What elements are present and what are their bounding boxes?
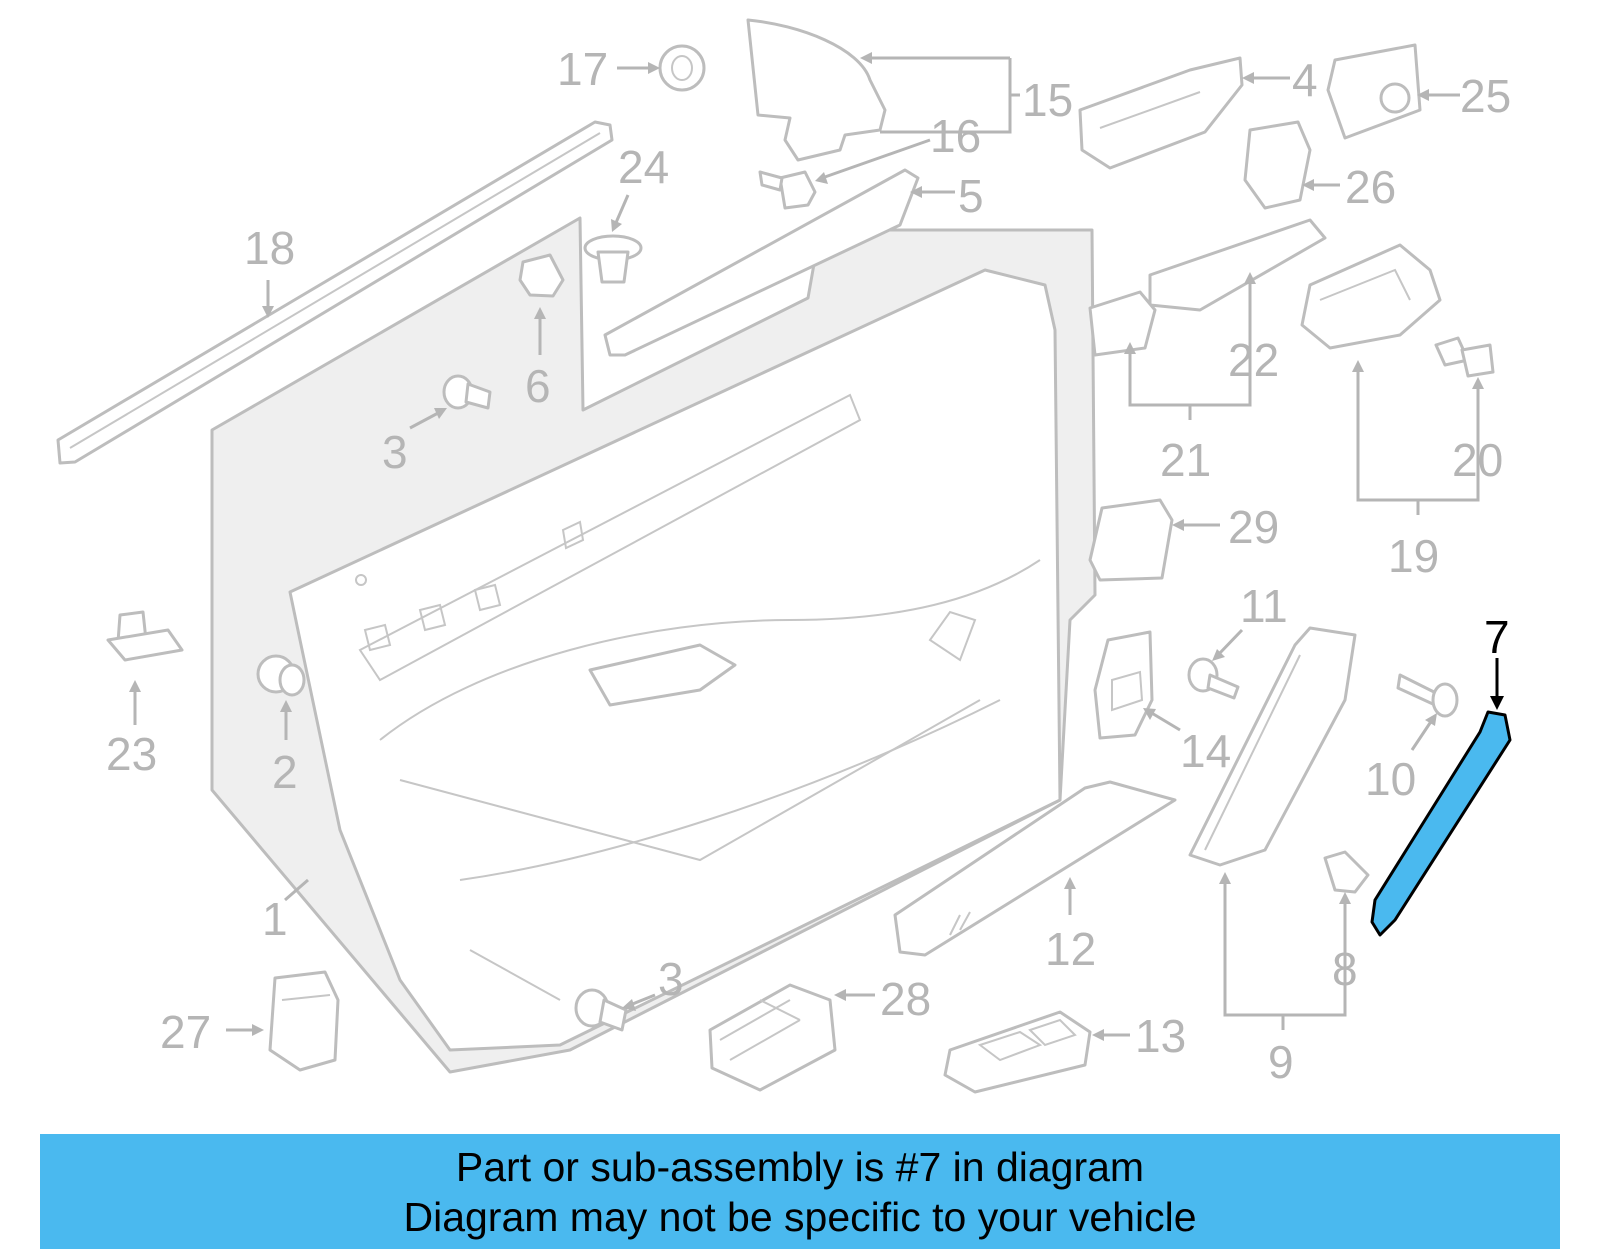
callout-3-upper: 3: [382, 426, 408, 478]
part-13-bezel[interactable]: [943, 1010, 1092, 1094]
part-4-inner-door-handle[interactable]: [1078, 56, 1244, 170]
part-29-trim-piece[interactable]: [1088, 498, 1174, 582]
callout-2: 2: [272, 746, 298, 798]
part-2-clip[interactable]: [256, 654, 306, 697]
parts-diagram: 1 2 3 3 4 5 6 7 8 9 10 11 12 13 14 15 16…: [56, 18, 1512, 1094]
callout-10: 10: [1365, 753, 1416, 805]
banner-line-2: Diagram may not be specific to your vehi…: [403, 1193, 1197, 1240]
callout-17: 17: [557, 43, 608, 95]
part-15-mirror-cover[interactable]: [746, 18, 887, 162]
part-17-plug[interactable]: [658, 44, 706, 92]
part-3-upper-clip[interactable]: [442, 374, 492, 410]
callout-16: 16: [930, 110, 981, 162]
callout-14: 14: [1180, 725, 1231, 777]
part-11-screw[interactable]: [1187, 657, 1240, 700]
callout-26: 26: [1345, 161, 1396, 213]
part-24-push-pin[interactable]: [583, 234, 643, 284]
callout-5: 5: [958, 170, 984, 222]
callout-29: 29: [1228, 501, 1279, 553]
part-3-lower-clip[interactable]: [574, 988, 628, 1032]
part-14-handle-bezel[interactable]: [1093, 630, 1154, 740]
callout-25: 25: [1460, 70, 1511, 122]
part-27-switch[interactable]: [268, 970, 340, 1072]
part-7-leader: [1490, 658, 1504, 710]
part-28-window-switch[interactable]: [708, 983, 837, 1092]
part-10-screw[interactable]: [1396, 673, 1459, 718]
banner-line-1: Part or sub-assembly is #7 in diagram: [455, 1143, 1145, 1190]
callout-24: 24: [618, 141, 669, 193]
callout-18: 18: [244, 222, 295, 274]
part-20-bulb[interactable]: [1434, 336, 1495, 378]
leader-lines: [129, 52, 1484, 1041]
callout-8: 8: [1332, 943, 1358, 995]
callout-19: 19: [1388, 530, 1439, 582]
callout-27: 27: [160, 1006, 211, 1058]
callout-21: 21: [1160, 434, 1211, 486]
info-banner: Part or sub-assembly is #7 in diagram Di…: [40, 1134, 1560, 1249]
callout-7: 7: [1484, 611, 1510, 663]
callout-4: 4: [1292, 54, 1318, 106]
part-22-grab-handle[interactable]: [1148, 218, 1327, 312]
part-25-switch-panel[interactable]: [1326, 43, 1422, 140]
part-5-trim-strip[interactable]: [603, 168, 920, 357]
callout-12: 12: [1045, 923, 1096, 975]
callout-28: 28: [880, 973, 931, 1025]
part-6-bracket[interactable]: [518, 253, 565, 298]
callout-20: 20: [1452, 434, 1503, 486]
part-21-module[interactable]: [1088, 290, 1157, 357]
callout-23: 23: [106, 728, 157, 780]
part-26-switch[interactable]: [1243, 120, 1312, 210]
callout-1: 1: [262, 893, 288, 945]
part-1-door-trim-panel[interactable]: [210, 216, 1097, 1074]
callout-11: 11: [1240, 580, 1288, 632]
callout-15: 15: [1022, 74, 1073, 126]
callout-13: 13: [1135, 1010, 1186, 1062]
part-12-armrest-trim[interactable]: [893, 780, 1177, 957]
part-16-clip[interactable]: [758, 170, 817, 210]
part-9-pull-handle[interactable]: [1188, 626, 1357, 867]
part-19-lamp-housing[interactable]: [1300, 243, 1442, 350]
callout-labels: 1 2 3 3 4 5 6 7 8 9 10 11 12 13 14 15 16…: [106, 43, 1511, 1088]
part-8-clip[interactable]: [1323, 850, 1370, 894]
part-23-retainer[interactable]: [106, 610, 184, 662]
part-18-belt-weatherstrip[interactable]: [56, 120, 614, 465]
callout-3-lower: 3: [658, 953, 684, 1005]
callout-22: 22: [1228, 334, 1279, 386]
part-7-trim-strip-highlighted[interactable]: [1370, 710, 1512, 937]
callout-6: 6: [525, 360, 551, 412]
callout-9: 9: [1268, 1036, 1294, 1088]
